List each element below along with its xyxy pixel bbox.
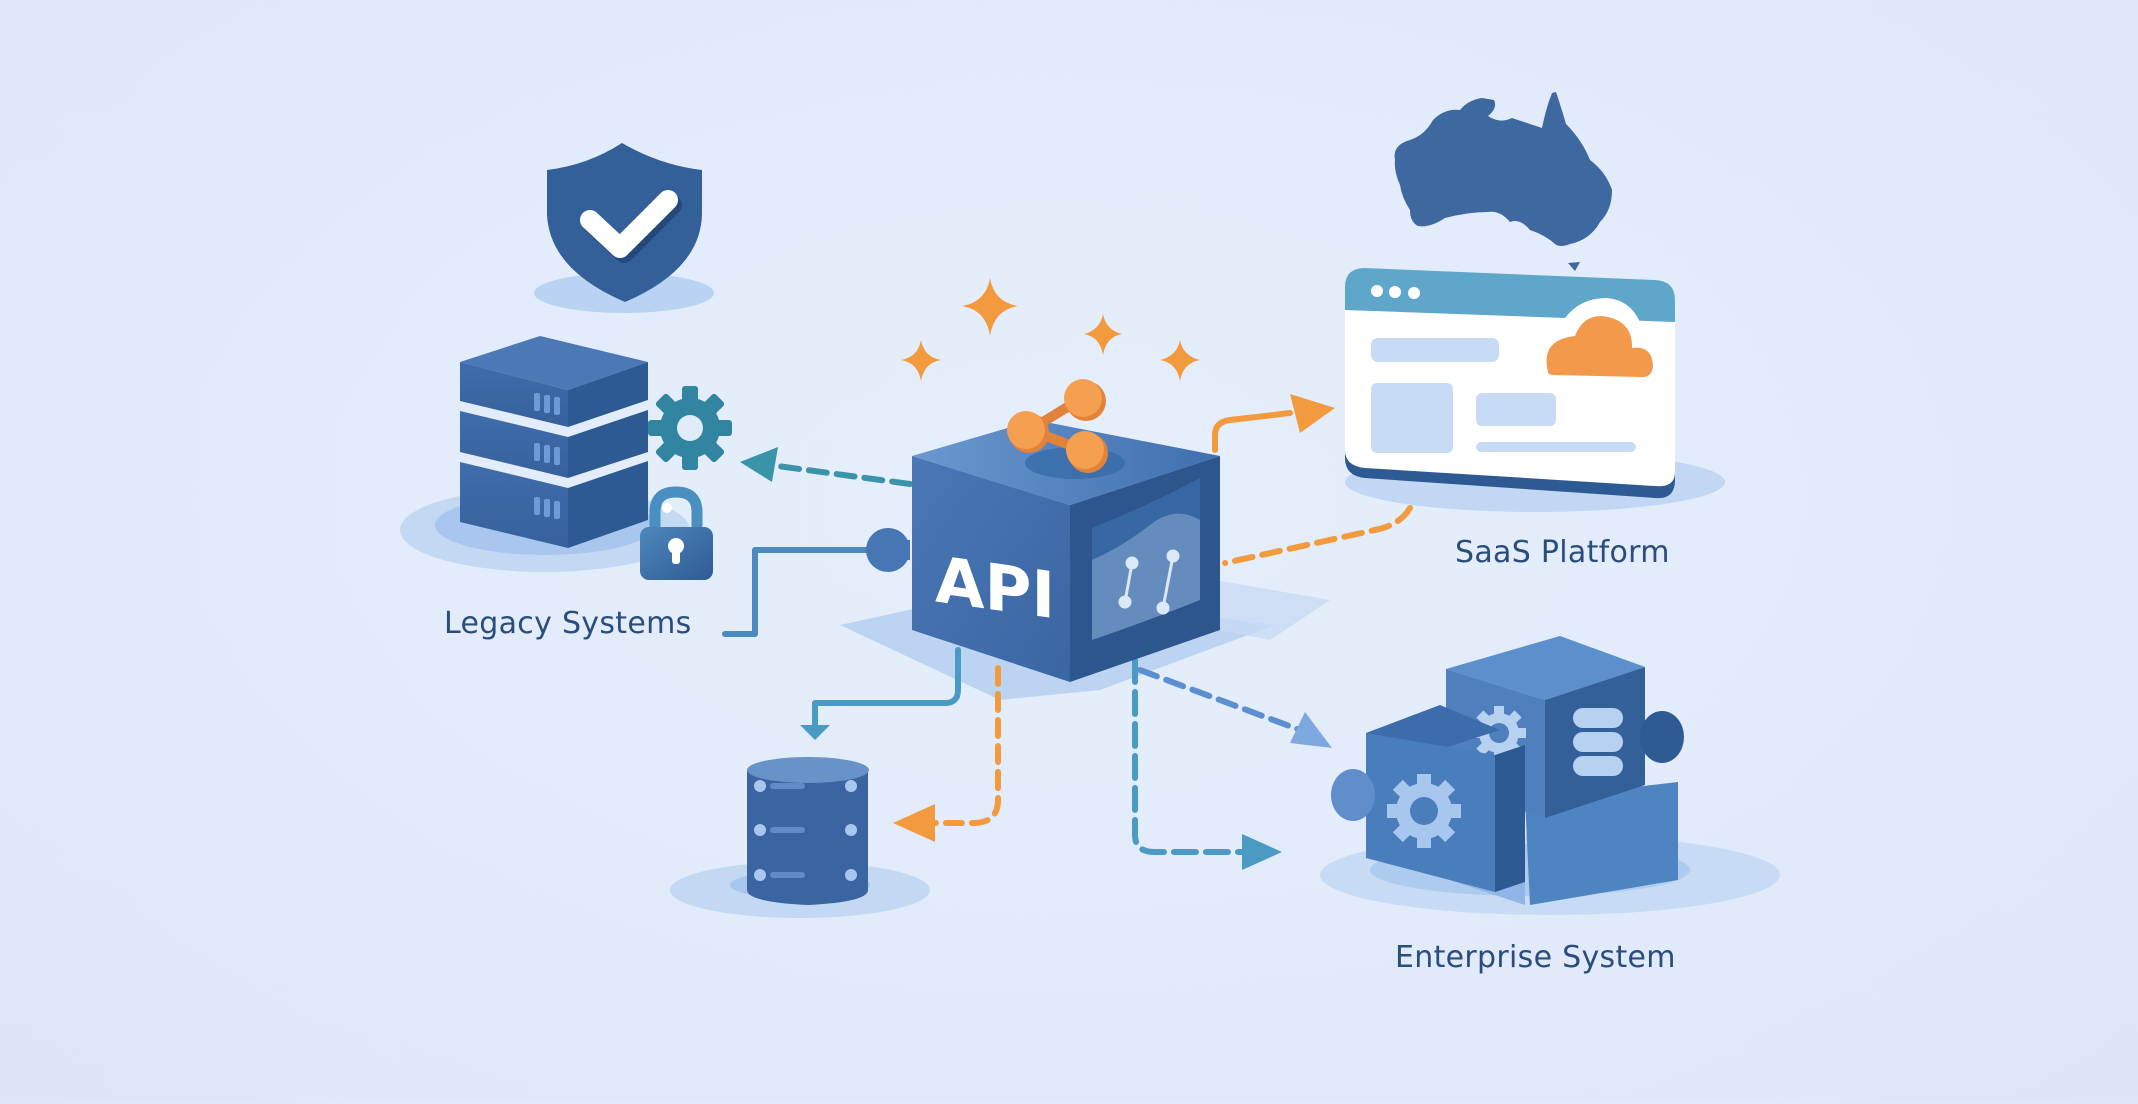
australia-map-icon	[1394, 92, 1612, 271]
saas-platform-label: SaaS Platform	[1455, 535, 1670, 570]
cloud-icon	[1546, 316, 1653, 378]
shield-check-icon	[547, 143, 702, 302]
arrowhead-enterprise-diag	[1290, 712, 1332, 748]
server-stack-icon	[460, 336, 648, 548]
arrowhead-legacy	[740, 447, 778, 482]
arrowhead-saas	[1290, 394, 1335, 433]
database-stack-icon	[747, 757, 869, 905]
browser-window-icon	[1345, 268, 1675, 499]
enterprise-system-label: Enterprise System	[1395, 940, 1676, 975]
connectors	[722, 394, 1413, 870]
database-icon	[1573, 708, 1623, 776]
connector-api-to-saas	[1212, 410, 1293, 453]
connector-api-to-legacy	[767, 462, 913, 487]
sparkle-icon	[962, 278, 1018, 336]
connector-api-to-db-dashed	[927, 665, 1001, 826]
connector-saas-to-api	[1222, 505, 1413, 566]
padlock-icon	[640, 486, 713, 580]
arrowhead-db-dashed	[893, 804, 935, 842]
api-label: API	[935, 543, 1055, 635]
puzzle-cubes-icon	[1331, 636, 1684, 905]
connector-api-to-db-solid	[812, 647, 961, 728]
connector-legacy-to-api	[722, 547, 883, 637]
sparkle-icon	[1160, 340, 1200, 381]
sparkles	[901, 278, 1200, 381]
arrowhead-enterprise-elbow	[1242, 834, 1282, 870]
window-dots	[1371, 285, 1420, 299]
sparkle-icon	[1084, 314, 1122, 355]
share-network-icon	[1007, 379, 1125, 479]
api-cube: API	[866, 379, 1220, 682]
connector-api-to-enterprise-diag	[1137, 667, 1303, 733]
gear-icon	[1387, 774, 1461, 848]
arrowhead-db-solid	[800, 725, 830, 740]
connector-api-to-enterprise-elbow	[1132, 657, 1248, 855]
gear-icon	[648, 386, 732, 470]
legacy-systems-label: Legacy Systems	[444, 606, 692, 641]
sparkle-icon	[901, 340, 941, 381]
